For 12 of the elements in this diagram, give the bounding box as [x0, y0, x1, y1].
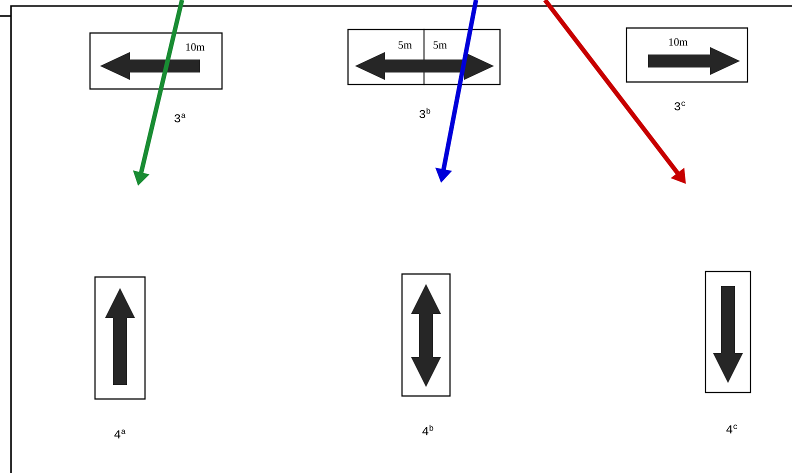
sign-number: 4$^{a}$	[114, 430, 126, 438]
sign-number: 4$^{c}$	[726, 424, 738, 434]
sign-number: 3$^{a}$	[174, 114, 186, 122]
sign: 10m	[89, 32, 223, 90]
sign	[401, 273, 451, 397]
sign	[704, 270, 752, 394]
sign-number: 3$^{b}$	[420, 108, 430, 118]
sign: 5m 5m	[347, 28, 501, 86]
sign-number: 4$^{b}$	[422, 424, 434, 436]
sign-number: 3$^{c}$	[674, 102, 686, 110]
sign: 10m	[626, 27, 748, 83]
sign	[94, 276, 146, 400]
